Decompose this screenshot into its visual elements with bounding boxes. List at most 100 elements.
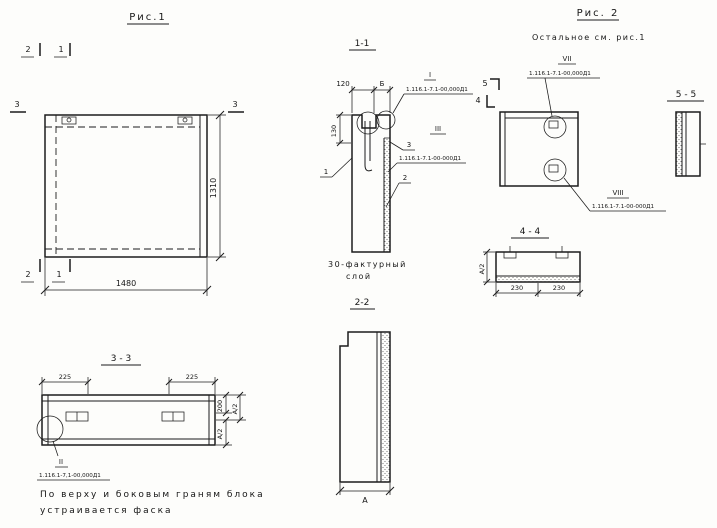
dim-130: 130 xyxy=(330,125,338,137)
dim-1310: 1310 xyxy=(209,178,218,198)
dim-1480: 1480 xyxy=(116,279,136,288)
callout-II-doc: 1.116.1-7,1-00,000Д1 xyxy=(39,473,101,479)
dim-a2-s44: А/2 xyxy=(478,264,486,275)
fig2-detail-circle-bottom xyxy=(543,158,567,182)
s33-dims-top: 225 225 xyxy=(38,373,219,394)
s55-title-text: 5 - 5 xyxy=(676,90,696,100)
part-label-2: 2 xyxy=(403,174,407,182)
s33-detail-circle-shape xyxy=(36,415,64,443)
s22-dim-a: А xyxy=(335,483,395,505)
footnote: По верху и боковым граням блока устраива… xyxy=(40,490,263,516)
s11-note: 30-фактурный слой xyxy=(328,260,407,281)
s55-body xyxy=(675,111,706,177)
note-factured-layer-1: 30-фактурный xyxy=(328,260,407,269)
fig2-loop-top xyxy=(548,120,559,129)
dim-230-right: 230 xyxy=(553,284,565,292)
s44-title-text: 4 - 4 xyxy=(520,227,541,237)
fig2-loop-bottom xyxy=(548,164,559,173)
s33-detail-circle xyxy=(36,415,64,457)
s11-facing-layer-texture xyxy=(384,138,390,252)
s33-title-text: 3 - 3 xyxy=(111,354,131,364)
footnote-line2: устраивается фаска xyxy=(40,506,173,516)
s11-detail-circle-left xyxy=(356,111,380,135)
s11-dim-130: 130 xyxy=(330,111,351,147)
dim-230-left: 230 xyxy=(511,284,523,292)
s11-detail-circle-right xyxy=(376,110,396,130)
dim-a2-bottom: А/2 xyxy=(216,429,224,440)
dim-a2-right: А/2 xyxy=(231,404,239,415)
callout-VII-doc: 1.116.1-7.1-00,000Д1 xyxy=(529,71,591,77)
callout-III-doc: 1.116.1-7.1-00-000Д1 xyxy=(399,156,461,162)
fig1-cut-marks-top: 2 1 xyxy=(21,43,71,58)
s44-embed-left xyxy=(503,251,517,259)
s55-facing-layer-texture xyxy=(676,112,682,176)
callout-II-label: II xyxy=(59,458,63,466)
callout-I-doc: 1.116.1-7.1-00,000Д1 xyxy=(406,87,468,93)
callout-III-label: III xyxy=(435,125,441,133)
s33-title: 3 - 3 xyxy=(101,354,141,366)
section-2-2: А xyxy=(335,331,395,505)
cut-mark-2-top: 2 xyxy=(25,45,30,54)
s22-title: 2-2 xyxy=(350,298,375,310)
part-label-1: 1 xyxy=(324,168,328,176)
fig1-title-text: Рис.1 xyxy=(129,12,167,23)
fig2: Рис. 2 Остальное см. рис.1 VII 1.116.1-7… xyxy=(475,8,666,212)
fig1-cut-mark-3-left: 3 xyxy=(10,100,26,113)
dim-120: 120 xyxy=(336,80,349,88)
cut-mark-2-bottom: 2 xyxy=(25,270,30,279)
fig1-cut-mark-3-right: 3 xyxy=(228,100,244,113)
fig2-subtitle: Остальное см. рис.1 xyxy=(532,33,646,42)
s22-facing-layer-texture xyxy=(381,332,390,482)
fig1-dim-height: 1310 xyxy=(208,110,226,262)
s33-dims-right: 200 А/2 А/2 xyxy=(216,391,246,449)
note-factured-layer-2: слой xyxy=(346,272,372,281)
fig1-cut-marks-bottom: 2 1 xyxy=(21,259,71,283)
s44-body xyxy=(495,246,581,283)
cut-mark-5: 5 xyxy=(482,79,487,88)
fig1-panel-outline xyxy=(44,114,208,258)
s55-title: 5 - 5 xyxy=(667,90,704,102)
callout-VII-label: VII xyxy=(563,55,572,63)
s44-facing-layer-texture xyxy=(496,276,580,282)
s11-callout-III: III 1.116.1-7.1-00-000Д1 xyxy=(387,125,466,173)
fig2-callout-VII: VII 1.116.1-7.1-00,000Д1 xyxy=(527,55,600,117)
cut-mark-4: 4 xyxy=(475,96,480,105)
s22-body xyxy=(339,331,391,483)
part-label-3: 3 xyxy=(407,141,411,149)
callout-VIII-doc: 1.116.1-7.1-00-000Д1 xyxy=(592,204,654,210)
s11-dim-top: 120 Б xyxy=(336,80,394,113)
section-1-1: 1-1 120 Б xyxy=(320,39,473,310)
section-5-5: 5 - 5 xyxy=(667,90,706,177)
fig2-detail-circle-top xyxy=(543,115,567,139)
section-3-3: 3 - 3 II 1.116.1-7,1-00,000Д1 xyxy=(36,354,246,481)
callout-I-label: I xyxy=(429,71,431,79)
cut-mark-1-top: 1 xyxy=(58,45,63,54)
s44-dim-a2: А/2 xyxy=(478,248,495,286)
dim-200: 200 xyxy=(216,400,224,412)
fig1-lifting-loops xyxy=(61,116,193,125)
callout-VIII-label: VIII xyxy=(613,189,624,197)
fig2-title-text: Рис. 2 xyxy=(577,8,620,19)
s44-title: 4 - 4 xyxy=(511,227,549,239)
fig1-dim-width: 1480 xyxy=(40,258,212,296)
fig2-title: Рис. 2 xyxy=(577,8,620,21)
fig2-callout-VIII: VIII 1.116.1-7.1-00-000Д1 xyxy=(563,177,666,212)
s33-callout-II: II 1.116.1-7,1-00,000Д1 xyxy=(37,458,110,481)
cut-mark-1-bottom: 1 xyxy=(56,270,61,279)
s44-embed-right xyxy=(555,251,569,259)
fig2-cut-marks: 5 4 xyxy=(475,78,500,108)
fig2-body xyxy=(499,111,579,187)
dim-a: А xyxy=(362,496,368,505)
s11-callout-I: I 1.116.1-7.1-00,000Д1 xyxy=(392,71,473,114)
fig1: Рис.1 2 1 2 1 3 3 xyxy=(10,12,244,296)
dim-225-right: 225 xyxy=(186,373,198,381)
s11-title-text: 1-1 xyxy=(355,39,370,49)
section-4-4: 4 - 4 А/2 230 xyxy=(478,227,584,297)
cut-mark-3-right-text: 3 xyxy=(232,100,237,109)
s22-title-text: 2-2 xyxy=(355,298,370,308)
s11-loop-bar xyxy=(364,121,373,172)
s44-dim-230: 230 230 xyxy=(492,283,584,297)
s11-title: 1-1 xyxy=(349,39,376,51)
dim-b: Б xyxy=(380,80,385,88)
